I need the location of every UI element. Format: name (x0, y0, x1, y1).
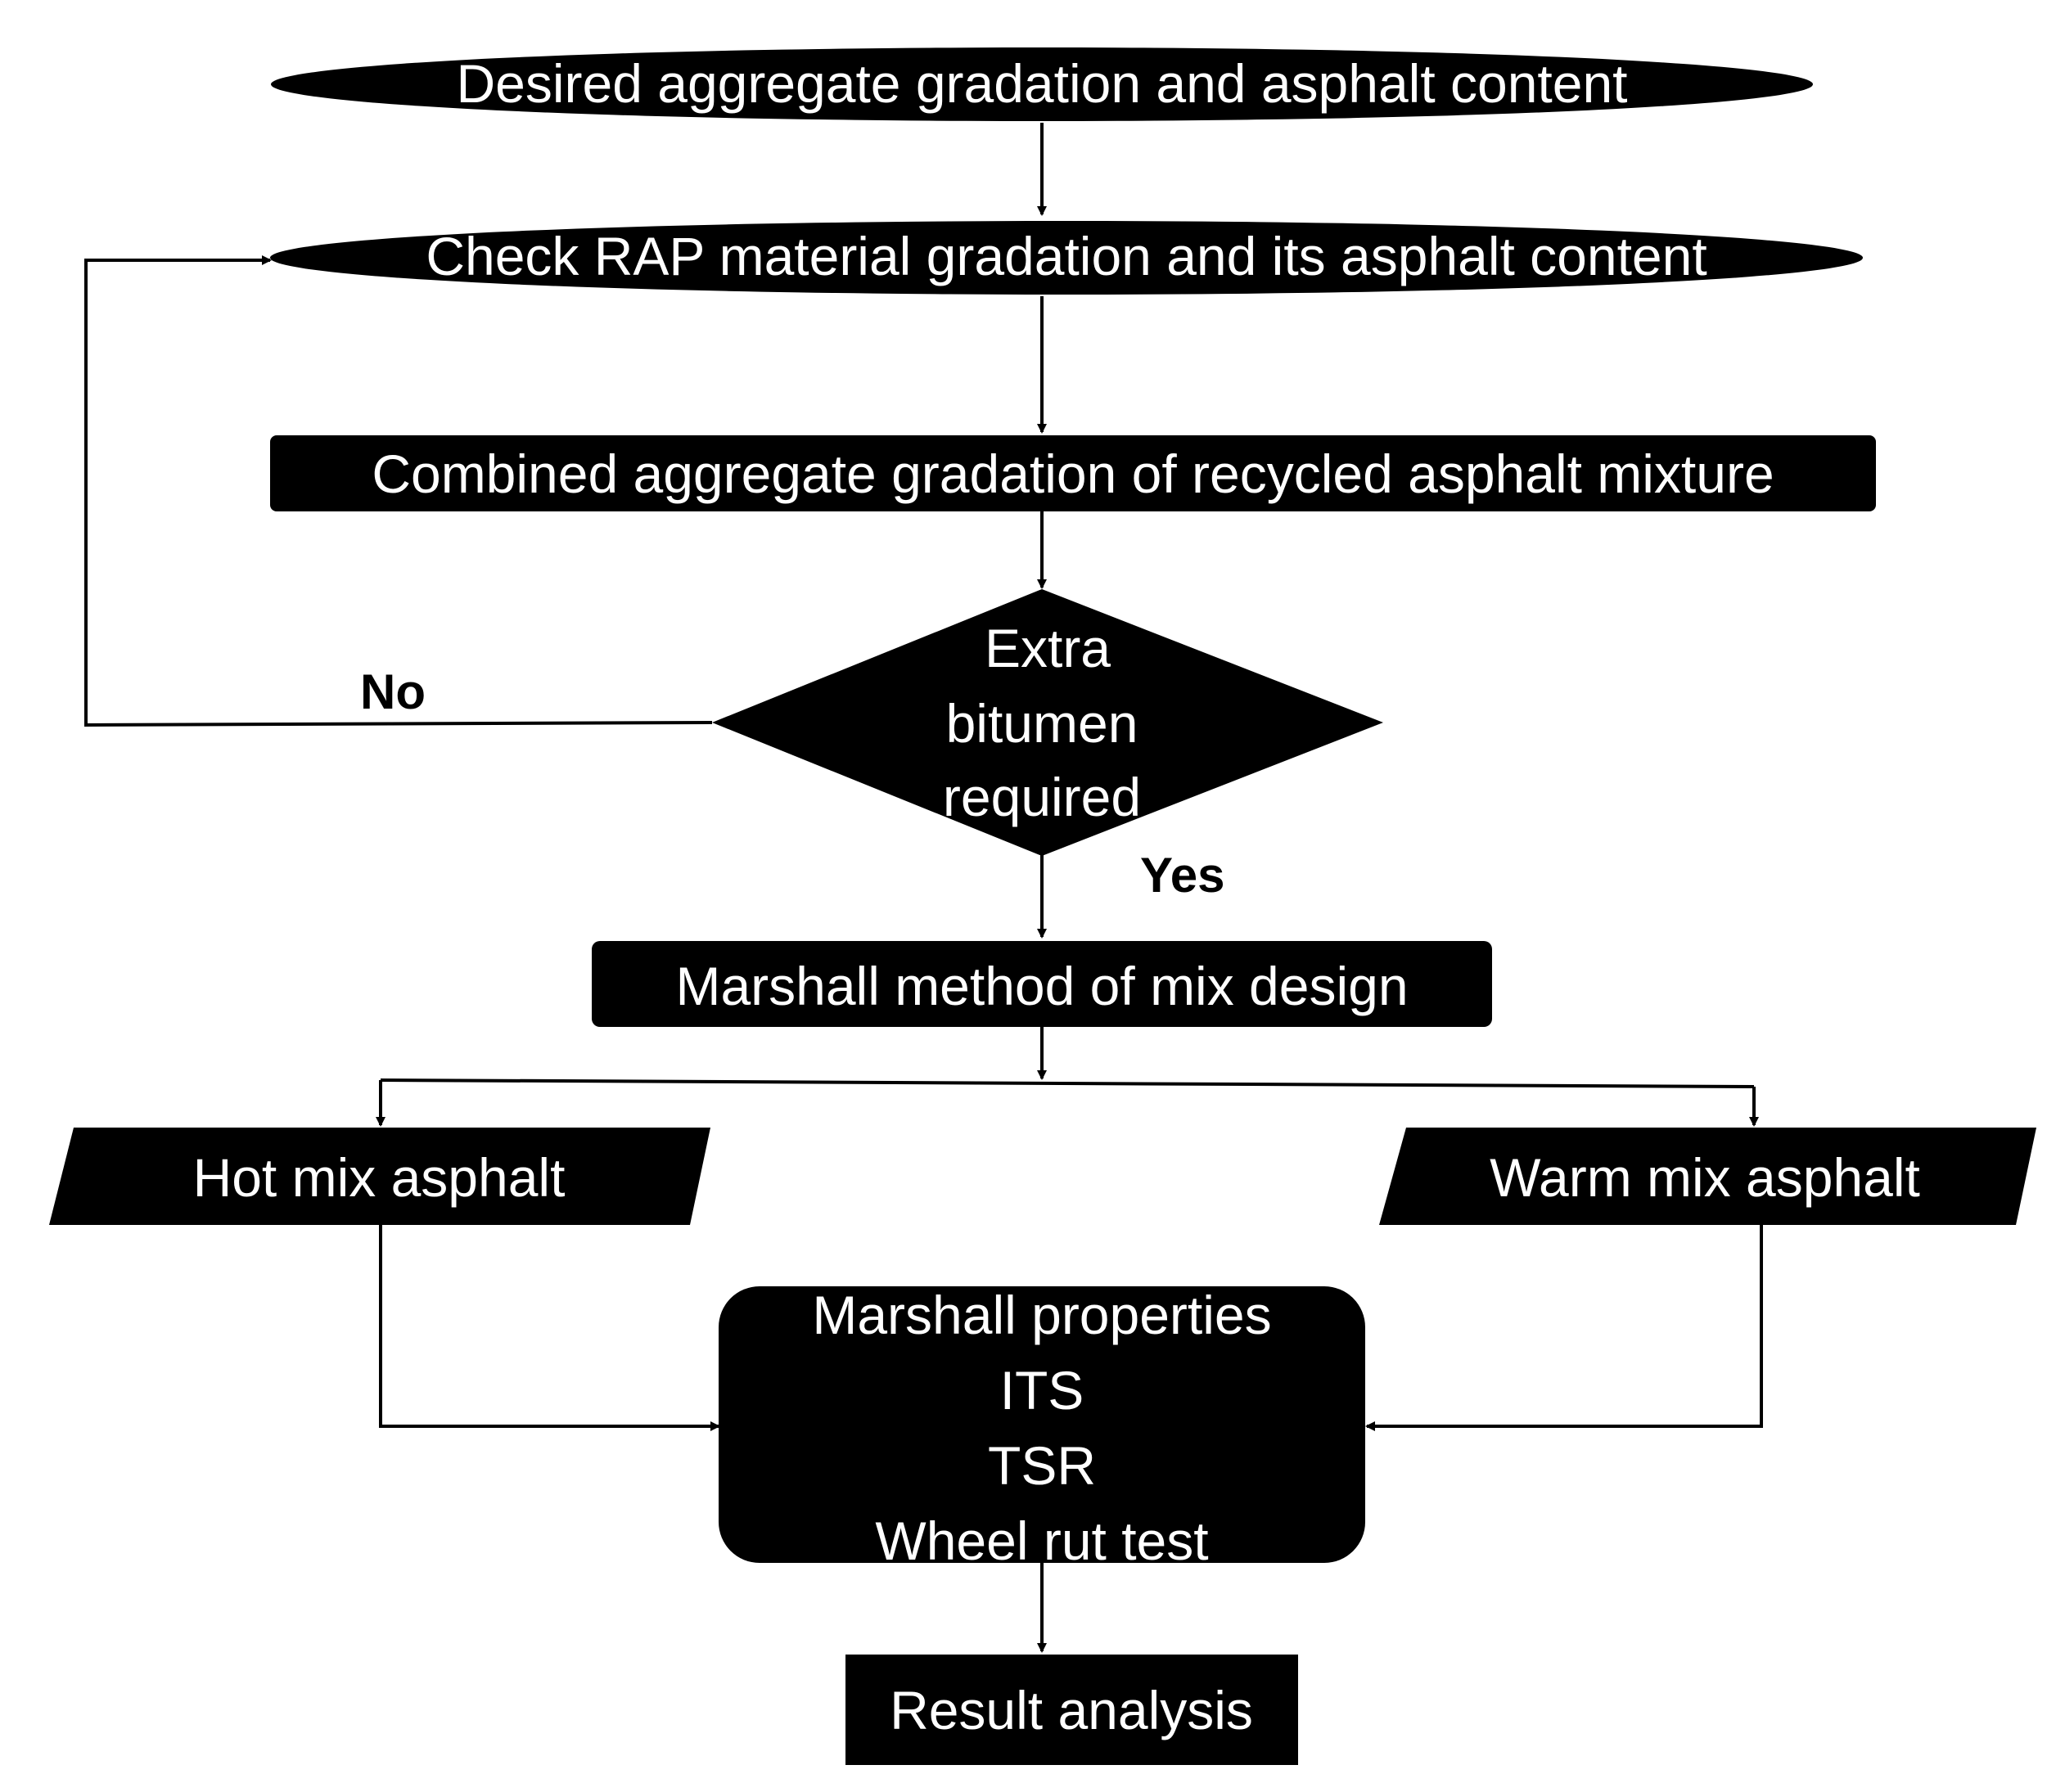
split-bar (380, 1078, 1755, 1088)
node-result-label: Result analysis (890, 1680, 1253, 1740)
node-check-rap-label: Check RAP material gradation and its asp… (426, 226, 1707, 286)
node-marshall-method: Marshall method of mix design (592, 941, 1492, 1027)
node-check-rap: Check RAP material gradation and its asp… (270, 221, 1863, 295)
node-desired: Desired aggregate gradation and asphalt … (271, 47, 1813, 121)
node-tests-line-1: Marshall properties (812, 1285, 1271, 1345)
connectors (84, 123, 1763, 1653)
node-desired-label: Desired aggregate gradation and asphalt … (456, 53, 1627, 114)
node-combined-label: Combined aggregate gradation of recycled… (372, 443, 1774, 504)
node-hot-mix-label: Hot mix asphalt (193, 1147, 566, 1208)
node-combined: Combined aggregate gradation of recycled… (270, 435, 1876, 511)
arrow-hot-to-tests (379, 1225, 720, 1431)
node-tests-line-3: TSR (988, 1435, 1096, 1496)
no-label: No (360, 664, 426, 719)
node-marshall-method-label: Marshall method of mix design (675, 956, 1408, 1016)
node-tests: Marshall properties ITS TSR Wheel rut te… (719, 1285, 1365, 1571)
node-decision-line-2: bitumen (946, 693, 1138, 754)
arrow-no-loop (84, 255, 713, 727)
yes-label: Yes (1140, 848, 1224, 903)
node-warm-mix: Warm mix asphalt (1379, 1128, 2036, 1225)
node-tests-line-2: ITS (1000, 1360, 1084, 1421)
arrow-warm-to-tests (1365, 1225, 1763, 1431)
node-tests-line-4: Wheel rut test (875, 1511, 1208, 1571)
node-hot-mix: Hot mix asphalt (49, 1128, 710, 1225)
node-decision-line-3: required (943, 767, 1141, 827)
node-decision: Extra bitumen required (712, 589, 1383, 856)
node-warm-mix-label: Warm mix asphalt (1490, 1147, 1920, 1208)
node-result: Result analysis (845, 1655, 1298, 1765)
node-decision-line-1: Extra (985, 618, 1111, 678)
